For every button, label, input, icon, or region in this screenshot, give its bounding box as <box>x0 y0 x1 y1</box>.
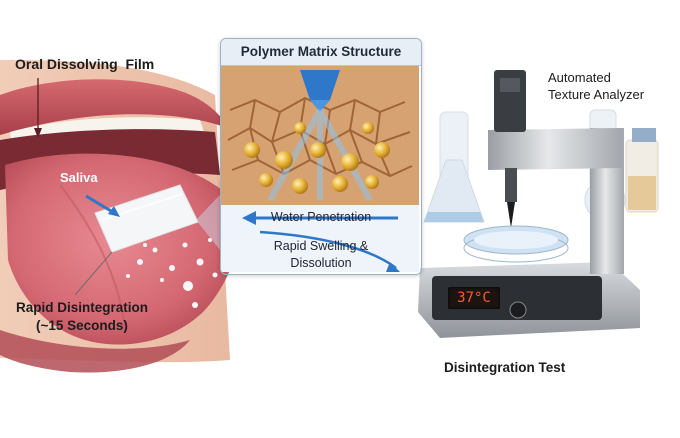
oral-film-label: Oral Dissolving Film <box>15 56 155 72</box>
polymer-matrix-panel: Polymer Matrix Structure Water Penetrati… <box>220 38 422 275</box>
saliva-label: Saliva <box>60 170 98 185</box>
analyzer-label-line1: Automated <box>548 70 611 85</box>
water-penetration-label: Water Penetration <box>270 210 372 224</box>
analyzer-label-line2: Texture Analyzer <box>548 87 645 102</box>
disintegration-test-label: Disintegration Test <box>444 360 566 375</box>
film-fragments <box>126 238 218 308</box>
polymer-matrix-art <box>221 65 419 272</box>
lower-lip <box>0 330 190 373</box>
control-knob <box>509 301 527 319</box>
panel-title: Polymer Matrix Structure <box>221 39 421 66</box>
swelling-label-line2: Dissolution <box>290 256 352 270</box>
swelling-label-line1: Rapid Swelling & <box>273 239 369 253</box>
rapid-disintegration-line2: (~15 Seconds) <box>36 318 128 333</box>
instrument-arm <box>488 128 622 170</box>
rapid-disintegration-line1: Rapid Disintegration <box>16 300 149 315</box>
dissolving-film <box>94 184 199 253</box>
temperature-display: 37°C <box>448 287 500 309</box>
upper-lip <box>0 79 228 135</box>
